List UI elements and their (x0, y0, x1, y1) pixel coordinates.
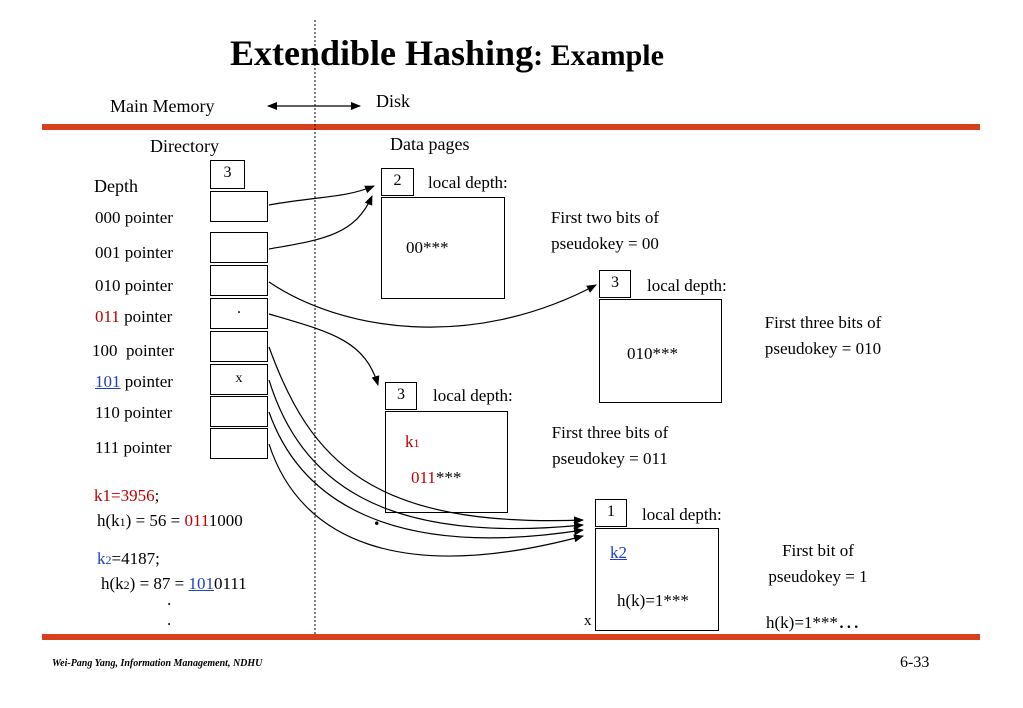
directory-cell: x (210, 364, 268, 395)
dir-entry-111: 111 pointer (95, 438, 172, 457)
arrow-010 (268, 281, 597, 328)
arrow-111 (268, 443, 584, 557)
main-memory-label: Main Memory (110, 96, 215, 116)
slide-title: Extendible Hashing: Example (230, 32, 664, 74)
directory-cell (210, 428, 268, 459)
bucket-010-depth: 3 (611, 274, 619, 291)
global-depth-value: 3 (223, 164, 232, 181)
arrow-101 (268, 379, 584, 530)
vdot-2: . (167, 610, 172, 629)
dir-entry-101: 101 pointer (95, 372, 173, 391)
bucket-00-page: 00*** (381, 197, 505, 299)
dir-entry-010: 010 pointer (95, 276, 173, 295)
bucket-1-depth: 1 (607, 503, 615, 520)
bucket-011-content: 011*** (411, 468, 462, 487)
k1-definition: k1=3956; (94, 486, 160, 505)
page-number: 6-33 (900, 654, 930, 671)
cell-x: x (235, 371, 243, 386)
bottom-note: h(k)=1***… (766, 608, 860, 633)
bucket-010-desc-1: First three bits of (764, 313, 882, 332)
dir-entry-000: 000 pointer (95, 208, 173, 227)
arrow-110 (268, 411, 584, 539)
bucket-010-local-depth-label: local depth: (647, 276, 727, 295)
bucket-00-depth-box: 2 (381, 168, 414, 196)
vdot-1: . (167, 590, 172, 609)
bucket-011-depth-box: 3 (385, 382, 417, 410)
directory-cell (210, 396, 268, 427)
dir-entry-011: 011 pointer (95, 307, 173, 326)
directory-cell: . (210, 298, 268, 329)
bucket-00-depth: 2 (393, 172, 402, 189)
arrow-100 (268, 346, 584, 525)
bucket-1-desc-1: First bit of (782, 541, 854, 560)
bucket-00-content: 00*** (406, 238, 449, 257)
bucket-010-page: 010*** (599, 299, 722, 403)
k1-hash: h(k1) = 56 = 0111000 (97, 511, 243, 530)
bucket-00-desc-1: First two bits of (550, 208, 660, 227)
disk-label: Disk (376, 91, 411, 111)
bucket-1-content: h(k)=1*** (617, 591, 689, 610)
directory-cell (210, 331, 268, 362)
bucket-1-depth-box: 1 (595, 499, 627, 527)
bucket-011-key: k1 (405, 432, 420, 451)
directory-label: Directory (150, 136, 219, 156)
bucket-00-local-depth-label: local depth: (428, 173, 508, 192)
title-main: Extendible Hashing (230, 33, 534, 73)
bucket-011-depth: 3 (397, 386, 405, 403)
bucket-011-local-depth-label: local depth: (433, 386, 513, 405)
footer-author: Wei-Pang Yang, Information Management, N… (52, 658, 263, 669)
top-rule (42, 124, 980, 130)
depth-label: Depth (94, 176, 138, 196)
data-pages-label: Data pages (390, 134, 470, 154)
bucket-010-content: 010*** (627, 344, 678, 363)
directory-cell (210, 191, 268, 222)
bucket-1-local-depth-label: local depth: (642, 505, 722, 524)
big-dot: . (374, 505, 380, 530)
arrow-000 (268, 185, 375, 206)
bucket-011-desc-2: pseudokey = 011 (552, 449, 668, 468)
directory-cell (210, 232, 268, 263)
bucket-011-page: k1 011*** (385, 411, 508, 513)
dir-entry-100: 100 pointer (92, 341, 175, 360)
bucket-00-desc-2: pseudokey = 00 (551, 234, 659, 253)
directory-cell (210, 265, 268, 296)
global-depth-box: 3 (210, 160, 245, 189)
bucket-1-page: k2 h(k)=1*** (595, 528, 719, 631)
cell-dot: . (237, 300, 241, 317)
arrow-011 (268, 313, 380, 386)
bucket-1-desc-2: pseudokey = 1 (768, 567, 868, 586)
arrow-001 (268, 195, 373, 250)
bucket-010-desc-2: pseudokey = 010 (764, 339, 882, 358)
k2-hash: h(k2) = 87 = 1010111 (101, 574, 247, 593)
bucket-010-depth-box: 3 (599, 270, 631, 298)
dir-entry-001: 001 pointer (95, 243, 173, 262)
k2-definition: k2=4187; (97, 549, 160, 568)
bottom-rule (42, 634, 980, 640)
bucket-011-desc-1: First three bits of (551, 423, 669, 442)
dir-entry-110: 110 pointer (95, 403, 173, 422)
x-mark: x (584, 613, 592, 629)
title-example: : Example (533, 39, 664, 72)
bucket-1-key: k2 (610, 543, 627, 562)
